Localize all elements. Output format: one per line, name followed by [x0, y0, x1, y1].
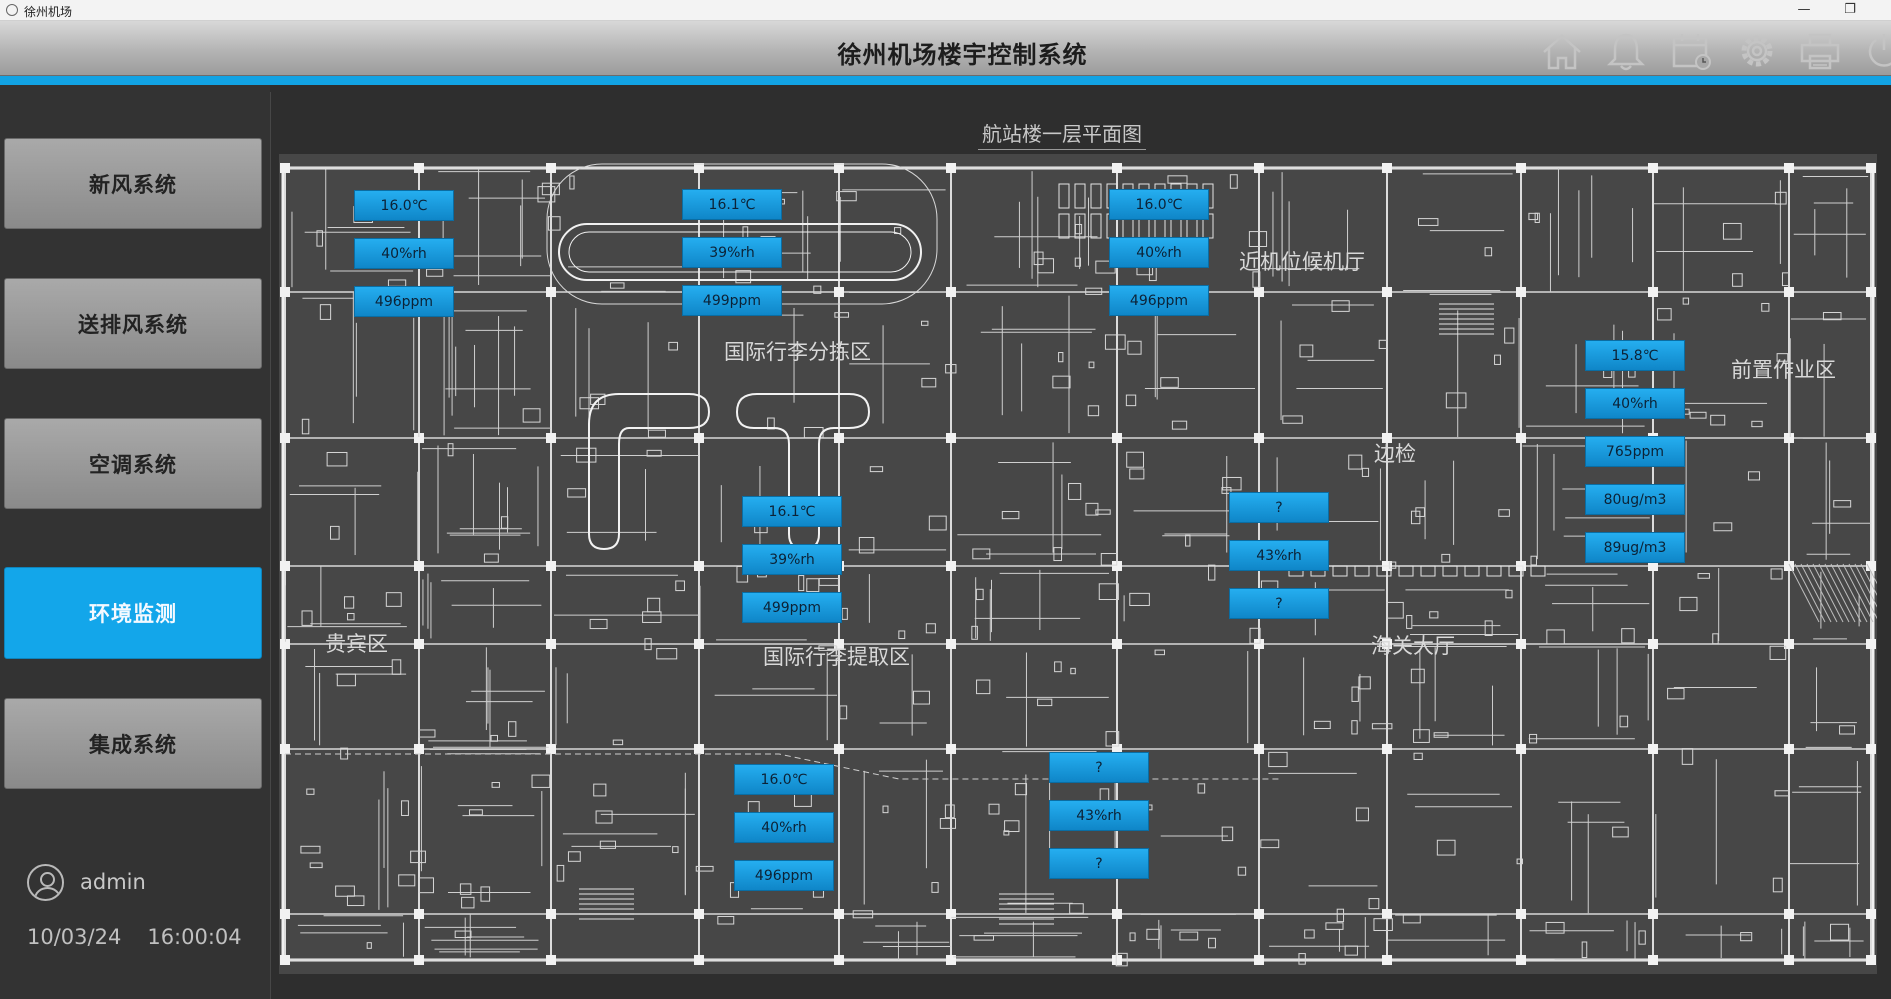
sensor-temperature[interactable]: 15.8℃	[1585, 340, 1685, 371]
sensor-humidity[interactable]: 43%rh	[1229, 540, 1329, 571]
nav-integrated-system[interactable]: 集成系统	[4, 698, 262, 789]
sensor-temperature[interactable]: 16.0℃	[1109, 189, 1209, 220]
window-title: 徐州机场	[24, 5, 73, 19]
sensor-temperature[interactable]: 16.0℃	[354, 190, 454, 221]
restore-button[interactable]: ❐	[1844, 2, 1856, 17]
nav-label: 集成系统	[89, 731, 177, 757]
nav-air-conditioning[interactable]: 空调系统	[4, 418, 262, 509]
zone-label: 边检	[1374, 442, 1416, 466]
sensor-co2[interactable]: 499ppm	[682, 285, 782, 316]
calendar-icon[interactable]	[1670, 30, 1718, 72]
app-icon	[6, 4, 18, 16]
zone-label: 近机位候机厅	[1239, 250, 1365, 274]
minimize-button[interactable]: —	[1797, 2, 1811, 17]
sensor-humidity[interactable]: 40%rh	[354, 238, 454, 269]
nav-ventilation[interactable]: 送排风系统	[4, 278, 262, 369]
sensor-humidity[interactable]: 43%rh	[1049, 800, 1149, 831]
sensor-co2[interactable]: 496ppm	[354, 286, 454, 317]
gear-icon[interactable]	[1735, 30, 1783, 72]
sensor-temperature[interactable]: ?	[1049, 752, 1149, 783]
zone-label: 国际行李分拣区	[724, 340, 871, 364]
datetime: 10/03/24 16:00:04	[27, 925, 242, 949]
printer-icon[interactable]	[1798, 30, 1846, 72]
sidebar: 新风系统 送排风系统 空调系统 环境监测 集成系统	[0, 85, 270, 999]
sensor-pm[interactable]: 89ug/m3	[1585, 532, 1685, 563]
sensor-pm[interactable]: 80ug/m3	[1585, 484, 1685, 515]
sensor-co2[interactable]: ?	[1229, 588, 1329, 619]
nav-fresh-air[interactable]: 新风系统	[4, 138, 262, 229]
power-icon[interactable]	[1862, 30, 1891, 72]
date: 10/03/24	[27, 925, 122, 949]
sensor-temperature[interactable]: 16.1℃	[742, 496, 842, 527]
sensor-co2[interactable]: 496ppm	[734, 860, 834, 891]
sensor-humidity[interactable]: 39%rh	[742, 544, 842, 575]
zone-label: 海关大厅	[1371, 634, 1455, 658]
nav-label: 空调系统	[89, 451, 177, 477]
app-title: 徐州机场楼宇控制系统	[837, 41, 1088, 69]
sensor-humidity[interactable]: 40%rh	[734, 812, 834, 843]
zone-label: 国际行李提取区	[763, 645, 910, 669]
nav-label: 环境监测	[89, 601, 177, 626]
sensor-temperature[interactable]: 16.1℃	[682, 189, 782, 220]
header-accent-bar	[0, 76, 1891, 85]
sensor-co2[interactable]: 765ppm	[1585, 436, 1685, 467]
nav-label: 送排风系统	[78, 311, 188, 337]
sensor-humidity[interactable]: 40%rh	[1109, 237, 1209, 268]
floor-plan: 国际行李分拣区 国际行李提取区 近机位候机厅 边检 海关大厅 前置作业区 贵宾区…	[279, 154, 1877, 974]
zone-label: 贵宾区	[325, 632, 388, 656]
time: 16:00:04	[147, 925, 242, 949]
sensor-humidity[interactable]: 40%rh	[1585, 388, 1685, 419]
user-info: admin	[27, 862, 146, 902]
user-icon	[27, 863, 64, 901]
sensor-co2[interactable]: ?	[1049, 848, 1149, 879]
sensor-humidity[interactable]: 39%rh	[682, 237, 782, 268]
plan-title: 航站楼一层平面图	[978, 118, 1146, 150]
sensor-temperature[interactable]: ?	[1229, 492, 1329, 523]
floor-plan-drawing	[280, 163, 1877, 967]
zone-label: 前置作业区	[1731, 358, 1836, 382]
username: admin	[80, 870, 146, 894]
bell-icon[interactable]	[1604, 30, 1652, 72]
sensor-co2[interactable]: 496ppm	[1109, 285, 1209, 316]
nav-label: 新风系统	[89, 171, 177, 197]
sensor-co2[interactable]: 499ppm	[742, 592, 842, 623]
home-icon[interactable]	[1540, 30, 1588, 72]
nav-environment-monitoring[interactable]: 环境监测	[4, 567, 262, 659]
os-title-bar: 徐州机场 — ❐	[0, 0, 1891, 21]
sensor-temperature[interactable]: 16.0℃	[734, 764, 834, 795]
